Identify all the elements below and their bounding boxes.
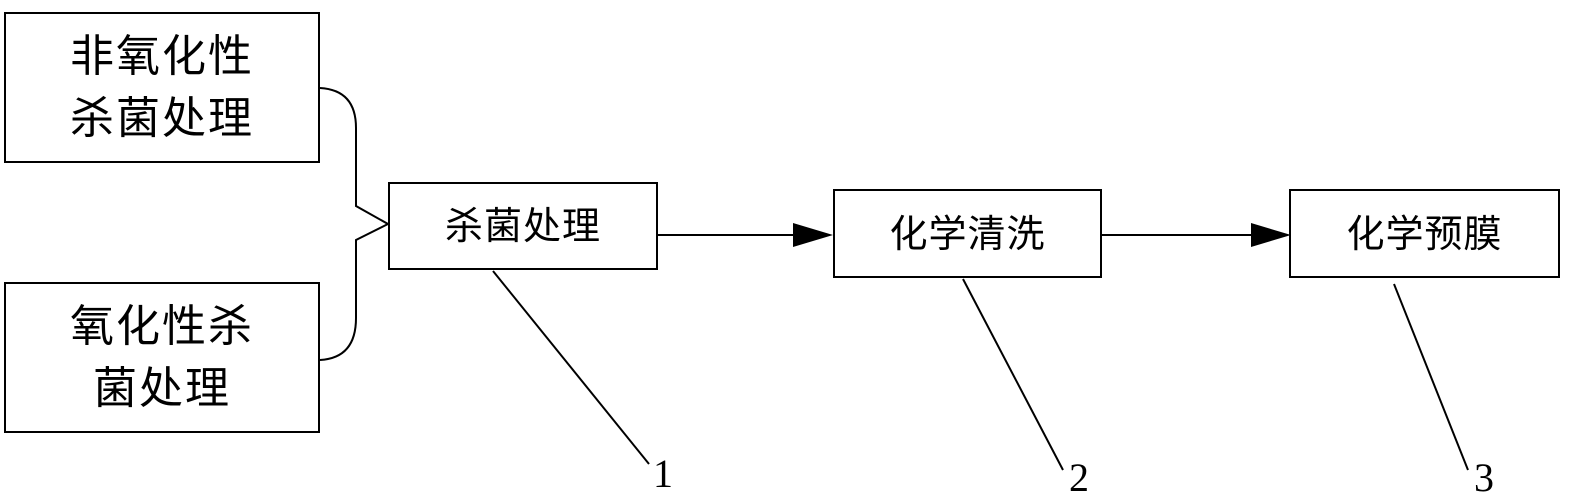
step-number-2: 2 bbox=[1069, 455, 1089, 500]
leader-line-1 bbox=[492, 270, 650, 465]
non-oxidizing-sterilization-box: 非氧化性 杀菌处理 bbox=[4, 12, 320, 163]
non-oxidizing-sterilization-label: 非氧化性 杀菌处理 bbox=[70, 30, 254, 144]
step-number-1: 1 bbox=[653, 451, 673, 496]
chemical-prefilm-label: 化学预膜 bbox=[1346, 211, 1503, 256]
arrow-head-1 bbox=[793, 223, 833, 247]
chemical-prefilm-box: 化学预膜 bbox=[1289, 189, 1560, 278]
leader-line-2 bbox=[962, 278, 1064, 471]
oxidizing-sterilization-box: 氧化性杀 菌处理 bbox=[4, 282, 320, 433]
chemical-cleaning-label: 化学清洗 bbox=[889, 211, 1046, 256]
chemical-cleaning-box: 化学清洗 bbox=[833, 189, 1102, 278]
leader-line-3 bbox=[1393, 283, 1469, 471]
step-number-3: 3 bbox=[1474, 455, 1494, 500]
sterilization-label: 杀菌处理 bbox=[444, 204, 601, 248]
arrow-head-2 bbox=[1251, 223, 1291, 247]
brace-connector bbox=[319, 87, 391, 361]
oxidizing-sterilization-label: 氧化性杀 菌处理 bbox=[70, 300, 254, 414]
sterilization-box: 杀菌处理 bbox=[388, 182, 658, 270]
